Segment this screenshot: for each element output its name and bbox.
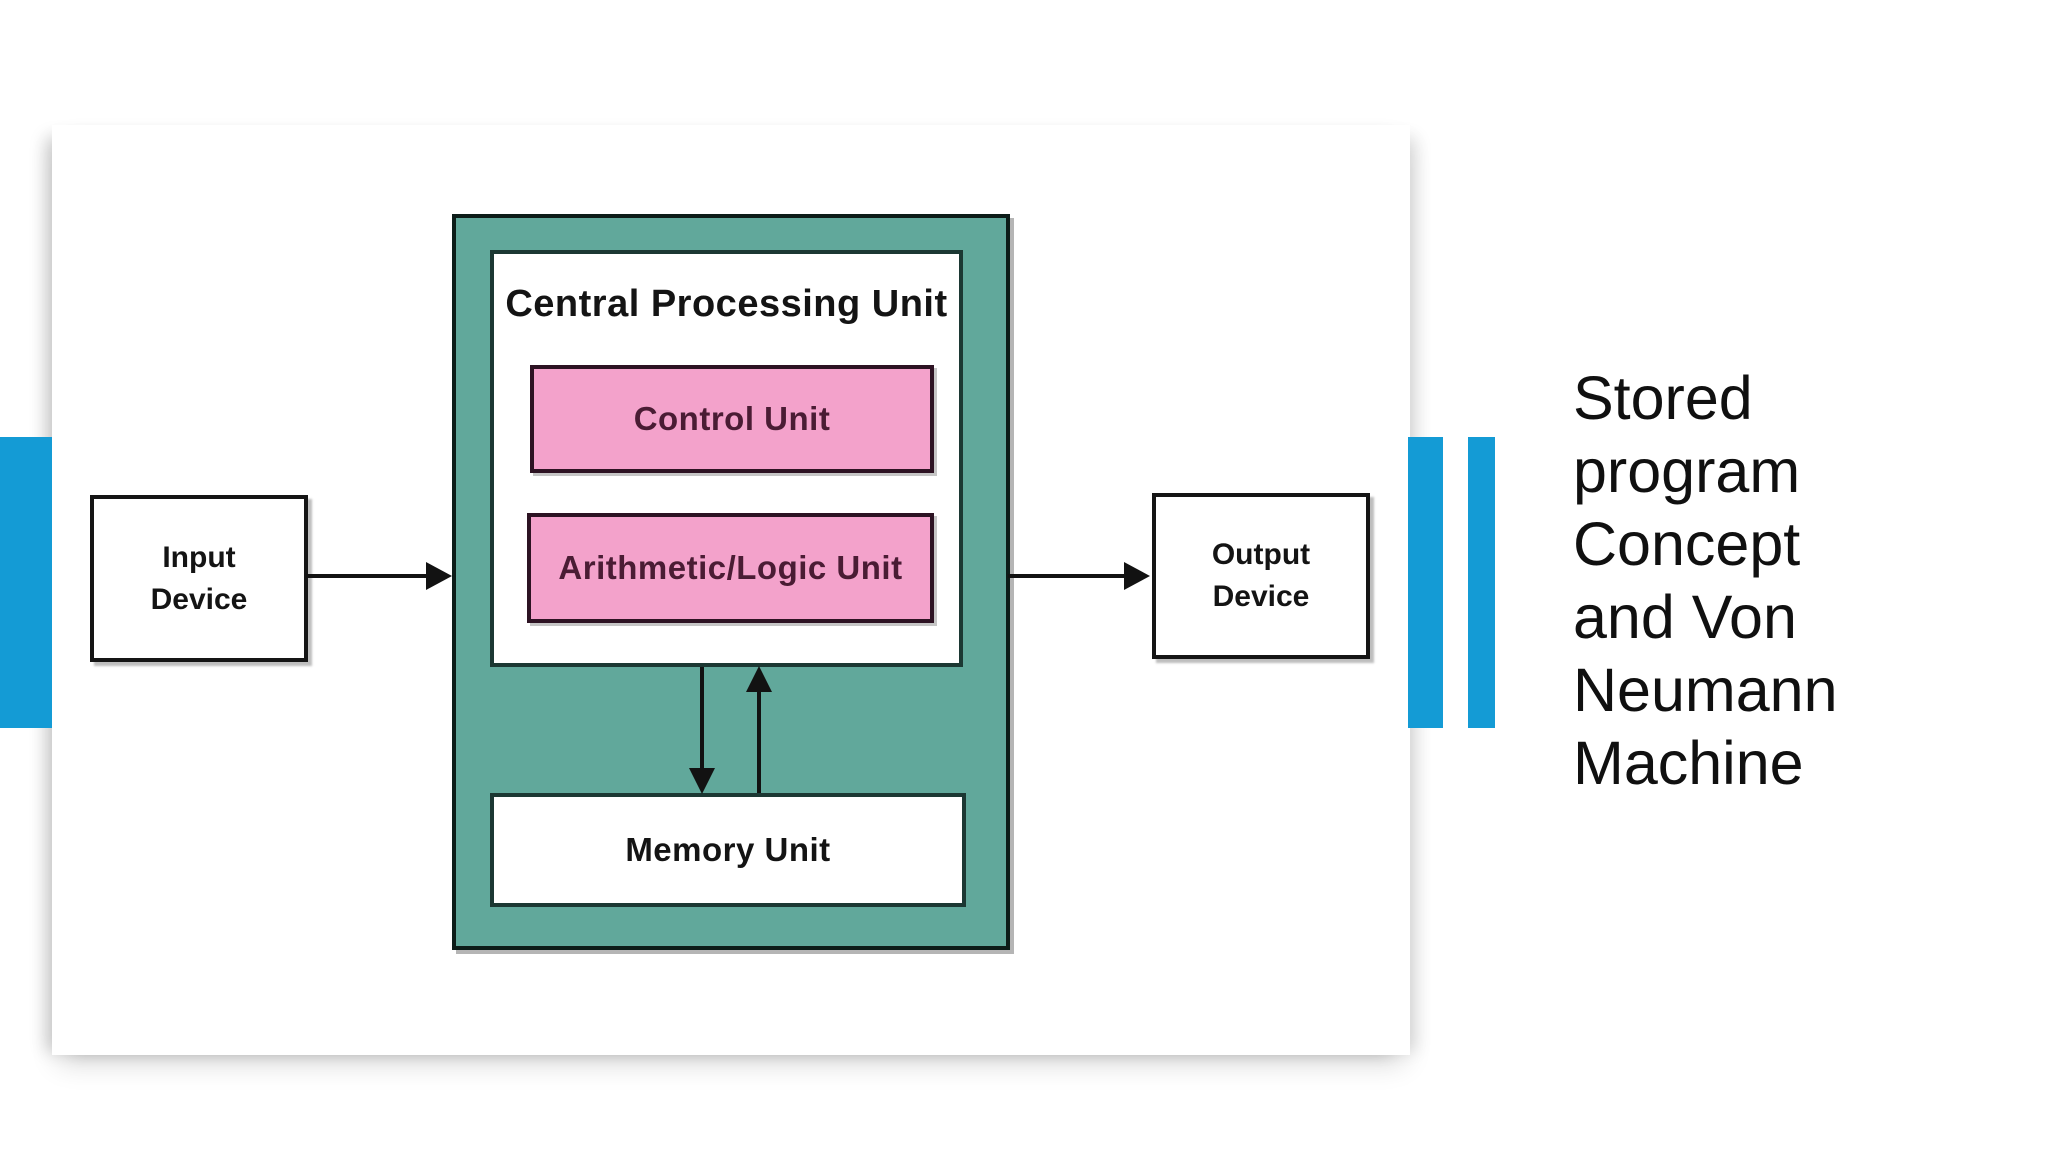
arrow-input-to-cpu-line xyxy=(306,574,426,578)
slide-title: Stored program Concept and Von Neumann M… xyxy=(1573,364,1838,797)
alu-label: Arithmetic/Logic Unit xyxy=(558,549,903,586)
memory-unit-box: Memory Unit xyxy=(490,793,966,907)
memory-unit-label: Memory Unit xyxy=(625,831,831,868)
output-device-label: Output Device xyxy=(1211,538,1311,613)
arrow-input-to-cpu-head-icon xyxy=(426,562,452,590)
accent-bar-right-outer xyxy=(1408,437,1443,728)
arrow-cpu-to-output-head-icon xyxy=(1124,562,1150,590)
input-device-label: Input Device xyxy=(150,540,248,616)
arrow-cpu-to-memory-line xyxy=(700,667,704,770)
alu-box: Arithmetic/Logic Unit xyxy=(527,513,934,623)
arrow-memory-to-cpu-head-icon xyxy=(746,666,772,692)
control-unit-label: Control Unit xyxy=(633,400,831,437)
input-device-box: Input Device xyxy=(90,495,308,662)
arrow-cpu-to-output-line xyxy=(1008,574,1124,578)
arrow-memory-to-cpu-line xyxy=(757,690,761,793)
output-device-box: Output Device xyxy=(1152,493,1370,659)
cpu-title-label: Central Processing Unit xyxy=(505,283,948,325)
accent-bar-left xyxy=(0,437,52,728)
accent-bar-right-inner xyxy=(1468,437,1495,728)
arrow-cpu-to-memory-head-icon xyxy=(689,768,715,794)
control-unit-box: Control Unit xyxy=(530,365,934,473)
